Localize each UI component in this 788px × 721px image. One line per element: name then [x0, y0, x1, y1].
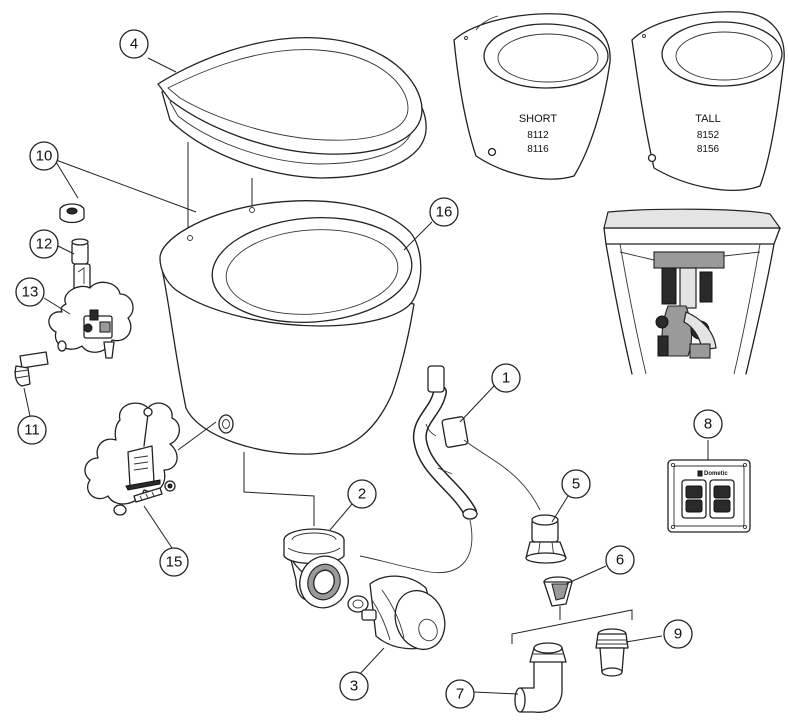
macerator-pump-part-3 [347, 575, 446, 651]
straight-fitting-part-9 [595, 628, 629, 677]
svg-text:15: 15 [166, 554, 183, 571]
callout-2: 2 [347, 479, 377, 509]
svg-text:9: 9 [674, 626, 682, 643]
callout-6: 6 [605, 545, 635, 575]
callout-7: 7 [445, 679, 475, 709]
svg-text:5: 5 [572, 476, 580, 493]
svg-text:2: 2 [358, 486, 366, 503]
tall-variant-bowl: TALL 8152 8156 [631, 11, 785, 191]
svg-text:1: 1 [502, 370, 510, 387]
split-bracket [511, 606, 633, 644]
svg-text:16: 16 [436, 204, 453, 221]
callout-15: 15 [159, 547, 189, 577]
short-variant-code-a: 8112 [527, 130, 549, 141]
flush-hose [359, 365, 541, 573]
tall-variant-name: TALL [695, 113, 720, 125]
control-panel: Dometic [667, 459, 751, 533]
callout-8: 8 [693, 409, 723, 439]
callout-16: 16 [429, 197, 459, 227]
bowl-outlet-line [243, 452, 315, 526]
callout-5: 5 [561, 469, 591, 499]
svg-text:6: 6 [616, 552, 624, 569]
seat-and-lid [157, 37, 427, 179]
callout-10: 10 [29, 141, 59, 171]
tall-variant-code-b: 8156 [697, 144, 720, 155]
svg-text:13: 13 [22, 284, 39, 301]
outlet-flange-part-2 [283, 528, 349, 609]
cutaway-inset-view [600, 208, 782, 375]
water-valve-assembly [13, 203, 134, 387]
callout-9: 9 [663, 619, 693, 649]
hose-adapter-part-5 [525, 514, 567, 564]
callout-4: 4 [119, 29, 149, 59]
panel-brand-label: Dometic [704, 471, 728, 477]
check-valve-part-6 [543, 576, 573, 607]
svg-text:4: 4 [130, 36, 138, 53]
svg-text:3: 3 [350, 678, 358, 695]
svg-text:12: 12 [36, 236, 53, 253]
short-variant-bowl: SHORT 8112 8116 [453, 13, 611, 180]
callout-13: 13 [15, 277, 45, 307]
elbow-fitting-part-7 [514, 642, 567, 713]
mounting-hardware-part-15 [84, 402, 180, 516]
seat-alignment-lines [187, 142, 253, 236]
callout-11: 11 [17, 415, 47, 445]
callout-12: 12 [29, 229, 59, 259]
callout-3: 3 [339, 671, 369, 701]
short-variant-code-b: 8116 [527, 144, 549, 155]
toilet-bowl [159, 200, 422, 455]
short-variant-name: SHORT [519, 113, 558, 125]
svg-text:10: 10 [36, 148, 53, 165]
svg-text:11: 11 [24, 422, 40, 439]
svg-text:8: 8 [704, 416, 712, 433]
callout-1: 1 [491, 363, 521, 393]
svg-text:7: 7 [456, 686, 464, 703]
tall-variant-code-a: 8152 [697, 130, 720, 141]
leader-lines [23, 57, 709, 695]
